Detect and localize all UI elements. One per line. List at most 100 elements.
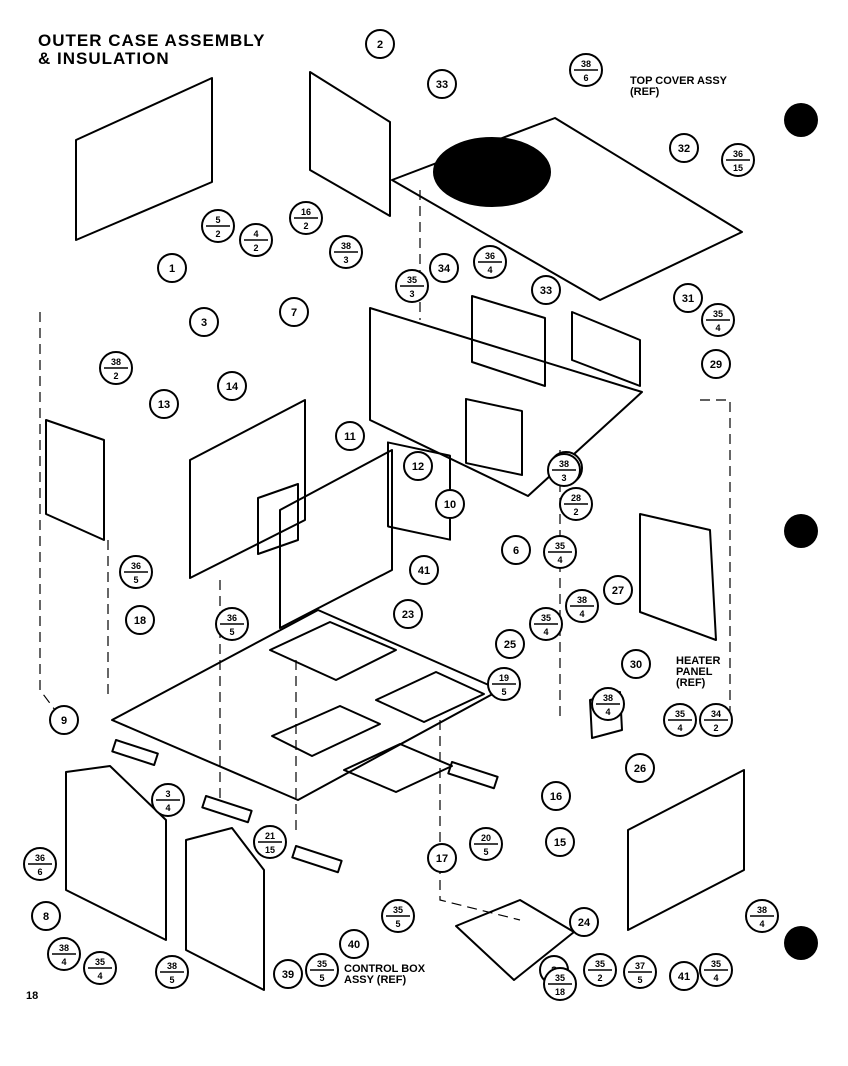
- binder-hole-middle: [784, 514, 818, 548]
- fraction-numerator: 35: [595, 959, 605, 969]
- callout-circle: [365, 29, 395, 59]
- fraction-denominator: 4: [605, 707, 610, 717]
- diagram-title: OUTER CASE ASSEMBLY & INSULATION: [38, 32, 265, 68]
- callout-circle: [273, 959, 303, 989]
- callout-circle: [409, 555, 439, 585]
- callout-number: 8: [43, 911, 49, 923]
- heater-panel: [639, 513, 717, 641]
- callout-circle: [669, 961, 699, 991]
- callout-circle: [31, 901, 61, 931]
- side-panel-right: [627, 769, 745, 931]
- fraction-numerator: 35: [95, 957, 105, 967]
- fraction-denominator: 4: [487, 265, 492, 275]
- fraction-denominator: 3: [343, 255, 348, 265]
- fraction-numerator: 38: [167, 961, 177, 971]
- fraction-numerator: 36: [485, 251, 495, 261]
- callout-number: 25: [504, 639, 516, 651]
- fraction-denominator: 4: [579, 609, 584, 619]
- callout-circle: [189, 307, 219, 337]
- callout-number: 12: [412, 461, 424, 473]
- control-box-label: CONTROL BOX ASSY (REF): [344, 963, 426, 986]
- diagram-title-line1: OUTER CASE ASSEMBLY: [38, 31, 266, 50]
- callout-circle: [427, 69, 457, 99]
- callout-circle: [157, 253, 187, 283]
- callout-circle: [701, 349, 731, 379]
- fraction-denominator: 4: [543, 627, 548, 637]
- fraction-numerator: 38: [757, 905, 767, 915]
- fraction-numerator: 38: [559, 459, 569, 469]
- fraction-numerator: 38: [59, 943, 69, 953]
- callout-circle: [621, 649, 651, 679]
- callout-number: 2: [377, 39, 383, 51]
- diagram-title-line2: & INSULATION: [38, 49, 170, 68]
- callout-circle: [49, 705, 79, 735]
- callout-number: 6: [513, 545, 519, 557]
- rail-right: [447, 761, 499, 790]
- callout-number: 3: [201, 317, 207, 329]
- fraction-numerator: 35: [541, 613, 551, 623]
- base-insert-2: [343, 743, 453, 793]
- fraction-numerator: 35: [407, 275, 417, 285]
- fraction-denominator: 6: [583, 73, 588, 83]
- callout-circle: [403, 451, 433, 481]
- callout-circle: [339, 929, 369, 959]
- fraction-numerator: 21: [265, 831, 275, 841]
- left-coil-grille: [75, 77, 213, 241]
- fraction-denominator: 4: [677, 723, 682, 733]
- callout-number: 32: [678, 143, 690, 155]
- binder-hole-top: [784, 103, 818, 137]
- callout-circle: [427, 843, 457, 873]
- fraction-numerator: 16: [301, 207, 311, 217]
- front-panel-left: [65, 765, 167, 941]
- fraction-numerator: 35: [675, 709, 685, 719]
- fraction-denominator: 5: [169, 975, 174, 985]
- right-coil-grille: [309, 71, 391, 217]
- fraction-denominator: 5: [483, 847, 488, 857]
- callout-circle: [393, 599, 423, 629]
- fraction-denominator: 4: [97, 971, 102, 981]
- fraction-denominator: 2: [113, 371, 118, 381]
- fraction-numerator: 20: [481, 833, 491, 843]
- binder-hole-bottom: [784, 926, 818, 960]
- partition-window-right: [465, 398, 523, 476]
- callout-number: 30: [630, 659, 642, 671]
- fraction-denominator: 4: [61, 957, 66, 967]
- fraction-denominator: 18: [555, 987, 565, 997]
- callout-circle: [501, 535, 531, 565]
- fraction-denominator: 5: [395, 919, 400, 929]
- callout-circle: [335, 421, 365, 451]
- callout-number: 26: [634, 763, 646, 775]
- panel-12: [279, 449, 393, 629]
- fraction-denominator: 2: [713, 723, 718, 733]
- heater-panel-label: HEATER PANEL (REF): [676, 655, 721, 689]
- callout-number: 33: [540, 285, 552, 297]
- callout-number: 34: [438, 263, 451, 275]
- callout-circle: [279, 297, 309, 327]
- callout-circle: [603, 575, 633, 605]
- side-coil-grille: [45, 419, 105, 541]
- fraction-numerator: 28: [571, 493, 581, 503]
- fraction-numerator: 36: [131, 561, 141, 571]
- callout-circle: [673, 283, 703, 313]
- fraction-denominator: 15: [265, 845, 275, 855]
- callout-number: 31: [682, 293, 694, 305]
- fraction-numerator: 36: [35, 853, 45, 863]
- fraction-numerator: 36: [733, 149, 743, 159]
- callout-number: 1: [169, 263, 175, 275]
- fraction-numerator: 38: [603, 693, 613, 703]
- fraction-numerator: 38: [111, 357, 121, 367]
- callout-number: 40: [348, 939, 360, 951]
- callout-circle: [495, 629, 525, 659]
- filter-bracket-right: [571, 311, 641, 387]
- callout-circle: [669, 133, 699, 163]
- fraction-numerator: 3: [165, 789, 170, 799]
- callout-circle: [217, 371, 247, 401]
- callout-number: 9: [61, 715, 67, 727]
- fraction-denominator: 15: [733, 163, 743, 173]
- fraction-numerator: 35: [711, 959, 721, 969]
- rail-center: [201, 795, 253, 824]
- callout-number: 41: [418, 565, 430, 577]
- callout-circle: [435, 489, 465, 519]
- fraction-numerator: 34: [711, 709, 721, 719]
- fraction-denominator: 2: [573, 507, 578, 517]
